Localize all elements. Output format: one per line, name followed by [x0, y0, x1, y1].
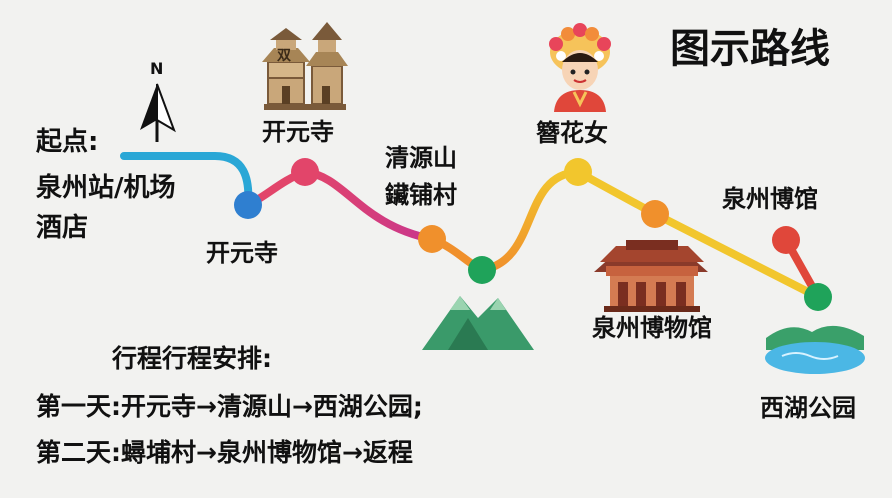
route-node-westlake	[804, 283, 832, 311]
pagoda-icon	[262, 22, 348, 110]
start-label-line2: 酒店	[36, 213, 89, 243]
route-segment-zanhua	[478, 168, 582, 274]
stop-label-qingyuan-line1: 清源山	[385, 144, 457, 172]
schedule-heading: 行程行程安排:	[112, 344, 272, 373]
route-node-museum	[641, 200, 669, 228]
zanhua-woman-icon	[549, 23, 611, 112]
stop-label-qingyuan-line2: 鑶铺村	[385, 181, 457, 209]
museum-building-icon	[594, 240, 708, 312]
compass-icon	[140, 83, 176, 142]
mountain-icon	[422, 296, 534, 350]
stop-label-museum-right: 泉州博馆	[722, 185, 818, 213]
route-node-museum-red	[772, 226, 800, 254]
page-title: 图示路线	[670, 26, 830, 72]
route-node-qingyuan	[418, 225, 446, 253]
route-node-start-blue	[234, 191, 262, 219]
start-label-prefix: 起点:	[36, 127, 99, 157]
route-node-village	[468, 256, 496, 284]
schedule-day1: 第一天:开元寺→清源山→西湖公园;	[36, 392, 423, 421]
pagoda-badge: 双	[277, 48, 291, 64]
lake-icon	[765, 325, 865, 374]
stop-label-zanhua: 簪花女	[536, 119, 608, 147]
start-label-line1: 泉州站/机场	[36, 173, 176, 203]
compass-letter: N	[150, 59, 163, 78]
stop-label-kaiyuan-bottom: 开元寺	[206, 239, 278, 267]
route-node-kaiyuan	[291, 158, 319, 186]
route-node-zanhua	[564, 158, 592, 186]
stop-label-westlake: 西湖公园	[760, 394, 856, 422]
stop-label-kaiyuan-top: 开元寺	[262, 118, 334, 146]
stop-label-museum-bottom: 泉州博物馆	[592, 314, 712, 342]
schedule-day2: 第二天:蟳埔村→泉州博物馆→返程	[36, 438, 413, 467]
